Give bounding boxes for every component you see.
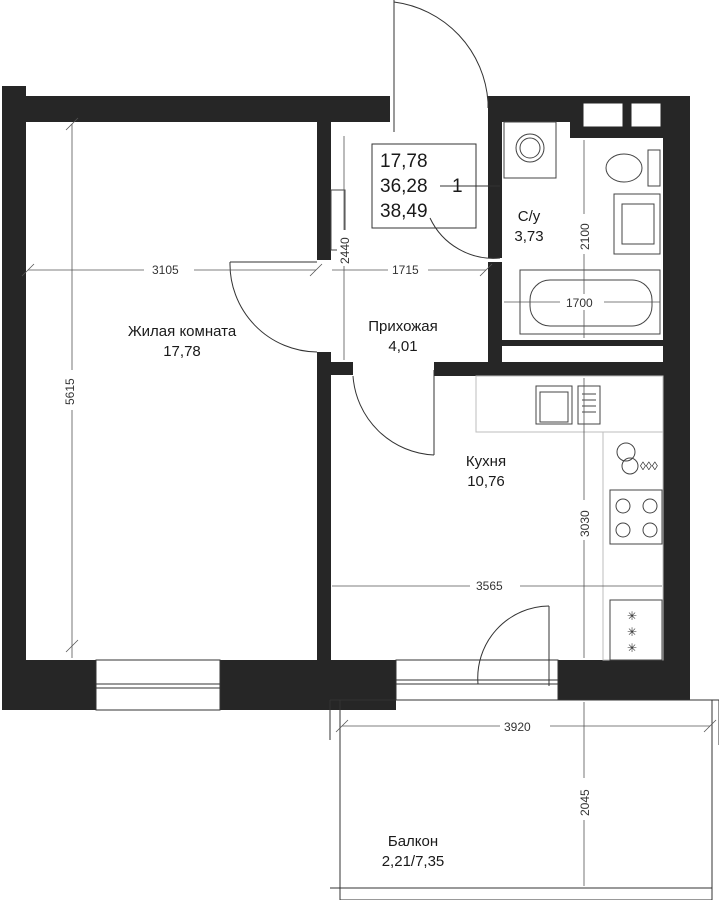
toilet-icon — [605, 149, 661, 187]
room-bath-name: С/у — [518, 208, 541, 225]
windows — [95, 659, 559, 711]
info-rooms: 1 — [452, 176, 463, 197]
info-living-area: 17,78 — [380, 151, 428, 172]
dim-balcony-width: 3920 — [504, 720, 531, 734]
washing-machine-icon — [503, 121, 557, 179]
room-kitchen-area: 10,76 — [467, 473, 505, 490]
fridge-icon: ✳ ✳ ✳ — [609, 599, 663, 661]
room-labels: Жилая комната 17,78 Прихожая 4,01 С/у 3,… — [128, 208, 544, 870]
dim-balcony-depth: 2045 — [578, 789, 592, 816]
living-door — [229, 261, 318, 353]
room-living-area: 17,78 — [163, 343, 201, 360]
room-balcony-name: Балкон — [388, 833, 438, 850]
info-total-area: 36,28 — [380, 176, 428, 197]
dim-kitchen-height: 3030 — [578, 510, 592, 537]
balcony-outline — [329, 699, 719, 900]
wall-right — [663, 96, 690, 700]
balcony-door — [477, 605, 550, 686]
wall-bath-left — [488, 96, 502, 258]
wall-living-hall-upper — [317, 96, 331, 260]
dim-kitchen-width: 3565 — [476, 579, 503, 593]
dim-hall-height: 2440 — [338, 237, 352, 264]
walls — [2, 86, 690, 710]
dim-living-width: 3105 — [152, 263, 179, 277]
wall-left — [2, 86, 26, 710]
room-balcony-area: 2,21/7,35 — [382, 853, 445, 870]
dim-tub-length: 1700 — [566, 296, 593, 310]
svg-text:✳: ✳ — [627, 625, 637, 639]
window-living — [95, 659, 221, 711]
room-hall-name: Прихожая — [368, 318, 438, 335]
svg-text:✳: ✳ — [627, 641, 637, 655]
room-kitchen-name: Кухня — [466, 453, 506, 470]
stove-icon — [609, 489, 663, 545]
wall-bottom-mid — [220, 660, 396, 710]
wall-bath-bottom — [488, 340, 690, 346]
dim-bath-height: 2100 — [578, 223, 592, 250]
room-hall-area: 4,01 — [388, 338, 417, 355]
info-total-with-balcony: 38,49 — [380, 201, 428, 222]
wall-bath-left-lower — [488, 262, 502, 374]
entrance-door — [393, 0, 489, 132]
svg-text:✳: ✳ — [627, 609, 637, 623]
room-bath-area: 3,73 — [514, 228, 543, 245]
wall-bottom-left — [2, 660, 98, 710]
dimension-lines: 3105 1715 5615 2440 2100 1700 3565 3030 — [21, 117, 717, 886]
wall-hall-stub — [317, 362, 353, 375]
kitchen-door — [352, 370, 435, 456]
bath-vents — [583, 103, 661, 127]
washbasin-icon — [613, 193, 661, 255]
dim-living-height: 5615 — [63, 378, 77, 405]
bath-door — [429, 217, 501, 259]
dim-hall-width: 1715 — [392, 263, 419, 277]
wall-top-living — [2, 96, 390, 122]
boiler-icon: ◊◊◊ — [616, 442, 658, 475]
info-block: 17,78 36,28 38,49 1 — [371, 143, 500, 229]
wall-bath-kitchen-sep — [488, 362, 690, 376]
wall-living-hall-lower — [317, 352, 331, 710]
kitchen-sink-icon — [535, 385, 601, 425]
svg-text:◊◊◊: ◊◊◊ — [640, 459, 658, 473]
room-living-name: Жилая комната — [128, 323, 237, 340]
doors — [229, 0, 550, 686]
